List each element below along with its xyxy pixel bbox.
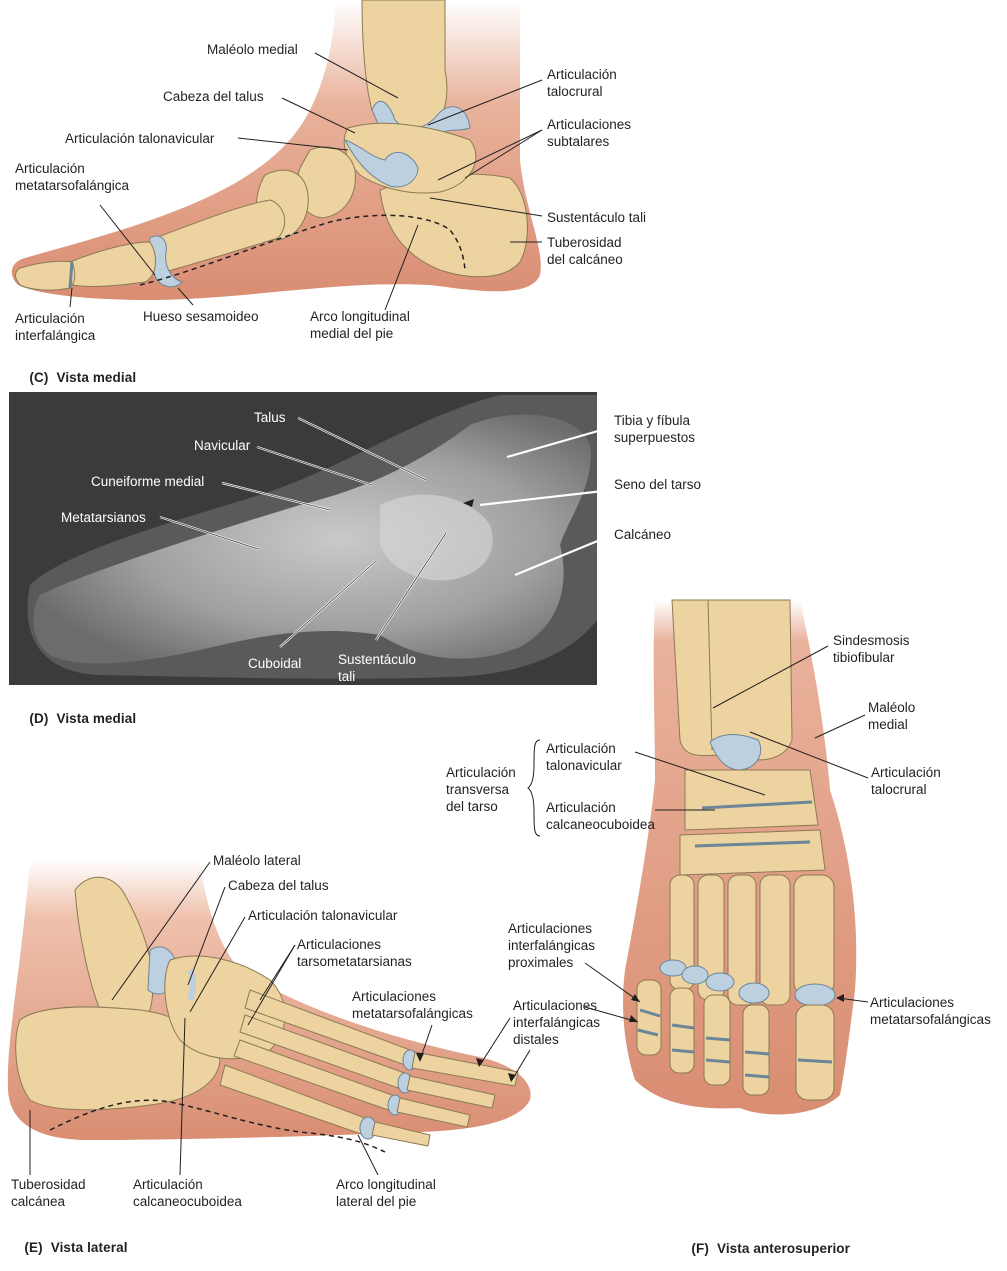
label-articulacion-talonavicular: Articulación talonavicular [546,741,622,773]
caption-letter: (D) [29,711,49,726]
caption-letter: (E) [24,1240,43,1255]
caption-title: Vista lateral [50,1240,128,1255]
caption-title: Vista medial [56,370,137,385]
label-articulaciones-tarsometatarsianas: Articulaciones tarsometatarsianas [297,937,412,969]
label-articulaciones-interfalangicas-proximales: Articulaciones interfalángicas proximale… [508,921,596,970]
caption-panel-c: (C) Vista medial [14,355,136,400]
label-calcaneo: Calcáneo [614,527,672,542]
label-cuboidal: Cuboidal [248,656,302,671]
label-articulaciones-subtalares: Articulaciones subtalares [547,117,632,149]
label-cabeza-talus: Cabeza del talus [163,89,264,104]
label-cuneiforme-medial: Cuneiforme medial [91,474,205,489]
label-cabeza-talus: Cabeza del talus [228,878,329,893]
label-hueso-sesamoideo: Hueso sesamoideo [143,309,259,324]
caption-letter: (F) [691,1241,709,1256]
label-metatarsianos: Metatarsianos [61,510,146,525]
label-articulacion-metatarsofalangica: Articulación metatarsofalángica [15,161,130,193]
label-sustentaculo-tali: Sustentáculo tali [547,210,647,225]
panel-e-lateral-view: Maléolo lateral Cabeza del talus Articul… [0,840,560,1255]
label-articulacion-calcaneocuboidea: Articulación calcaneocuboidea [546,800,655,832]
label-articulacion-calcaneocuboidea: Articulación calcaneocuboidea [133,1177,242,1209]
anterosuperior-foot-illustration [527,599,869,1115]
label-articulacion-talonavicular: Articulación talonavicular [248,908,398,923]
label-maleolo-lateral: Maléolo lateral [213,853,301,868]
label-sindesmosis-tibiofibular: Sindesmosis tibiofibular [833,633,910,665]
caption-letter: (C) [29,370,49,385]
label-arco-longitudinal-lateral: Arco longitudinal lateral del pie [336,1177,436,1209]
label-articulacion-talonavicular: Articulación talonavicular [65,131,215,146]
label-talus: Talus [254,410,286,425]
caption-title: Vista medial [56,711,137,726]
label-seno-tarso: Seno del tarso [614,477,702,492]
label-articulacion-interfalangica: Articulación interfalángica [15,311,96,343]
lateral-foot-illustration [7,860,531,1176]
label-articulaciones-metatarsofalangicas: Articulaciones metatarsofalángicas [870,995,991,1027]
caption-panel-d: (D) Vista medial [14,696,136,741]
xray-image [9,392,613,685]
medial-foot-illustration [11,0,543,311]
label-maleolo-medial: Maléolo medial [207,42,298,57]
label-articulaciones-interfalangicas-distales: Articulaciones interfalángicas distales [513,998,601,1047]
label-articulacion-transversa-tarso: Articulación transversa del tarso [446,765,516,814]
label-tuberosidad-calcanea: Tuberosidad calcánea [11,1177,86,1209]
caption-panel-f: (F) Vista anterosuperior [676,1226,850,1271]
panel-c-medial-view: Maléolo medial Cabeza del talus Articula… [0,0,660,385]
label-tuberosidad-calcaneo: Tuberosidad del calcáneo [547,235,623,267]
label-tibia-fibula: Tibia y fíbula superpuestos [614,413,696,445]
label-articulacion-talocrural: Articulación talocrural [547,67,617,99]
label-maleolo-medial: Maléolo medial [868,700,916,732]
panel-d-radiograph: Talus Navicular Cuneiforme medial Metata… [0,385,740,726]
caption-title: Vista anterosuperior [716,1241,850,1256]
label-arco-longitudinal-medial: Arco longitudinal medial del pie [310,309,410,341]
label-articulaciones-metatarsofalangicas: Articulaciones metatarsofalángicas [352,989,473,1021]
label-articulacion-talocrural: Articulación talocrural [871,765,941,797]
caption-panel-e: (E) Vista lateral [9,1225,128,1270]
label-sustentaculo-tali: Sustentáculo tali [338,652,417,684]
label-navicular: Navicular [194,438,251,453]
